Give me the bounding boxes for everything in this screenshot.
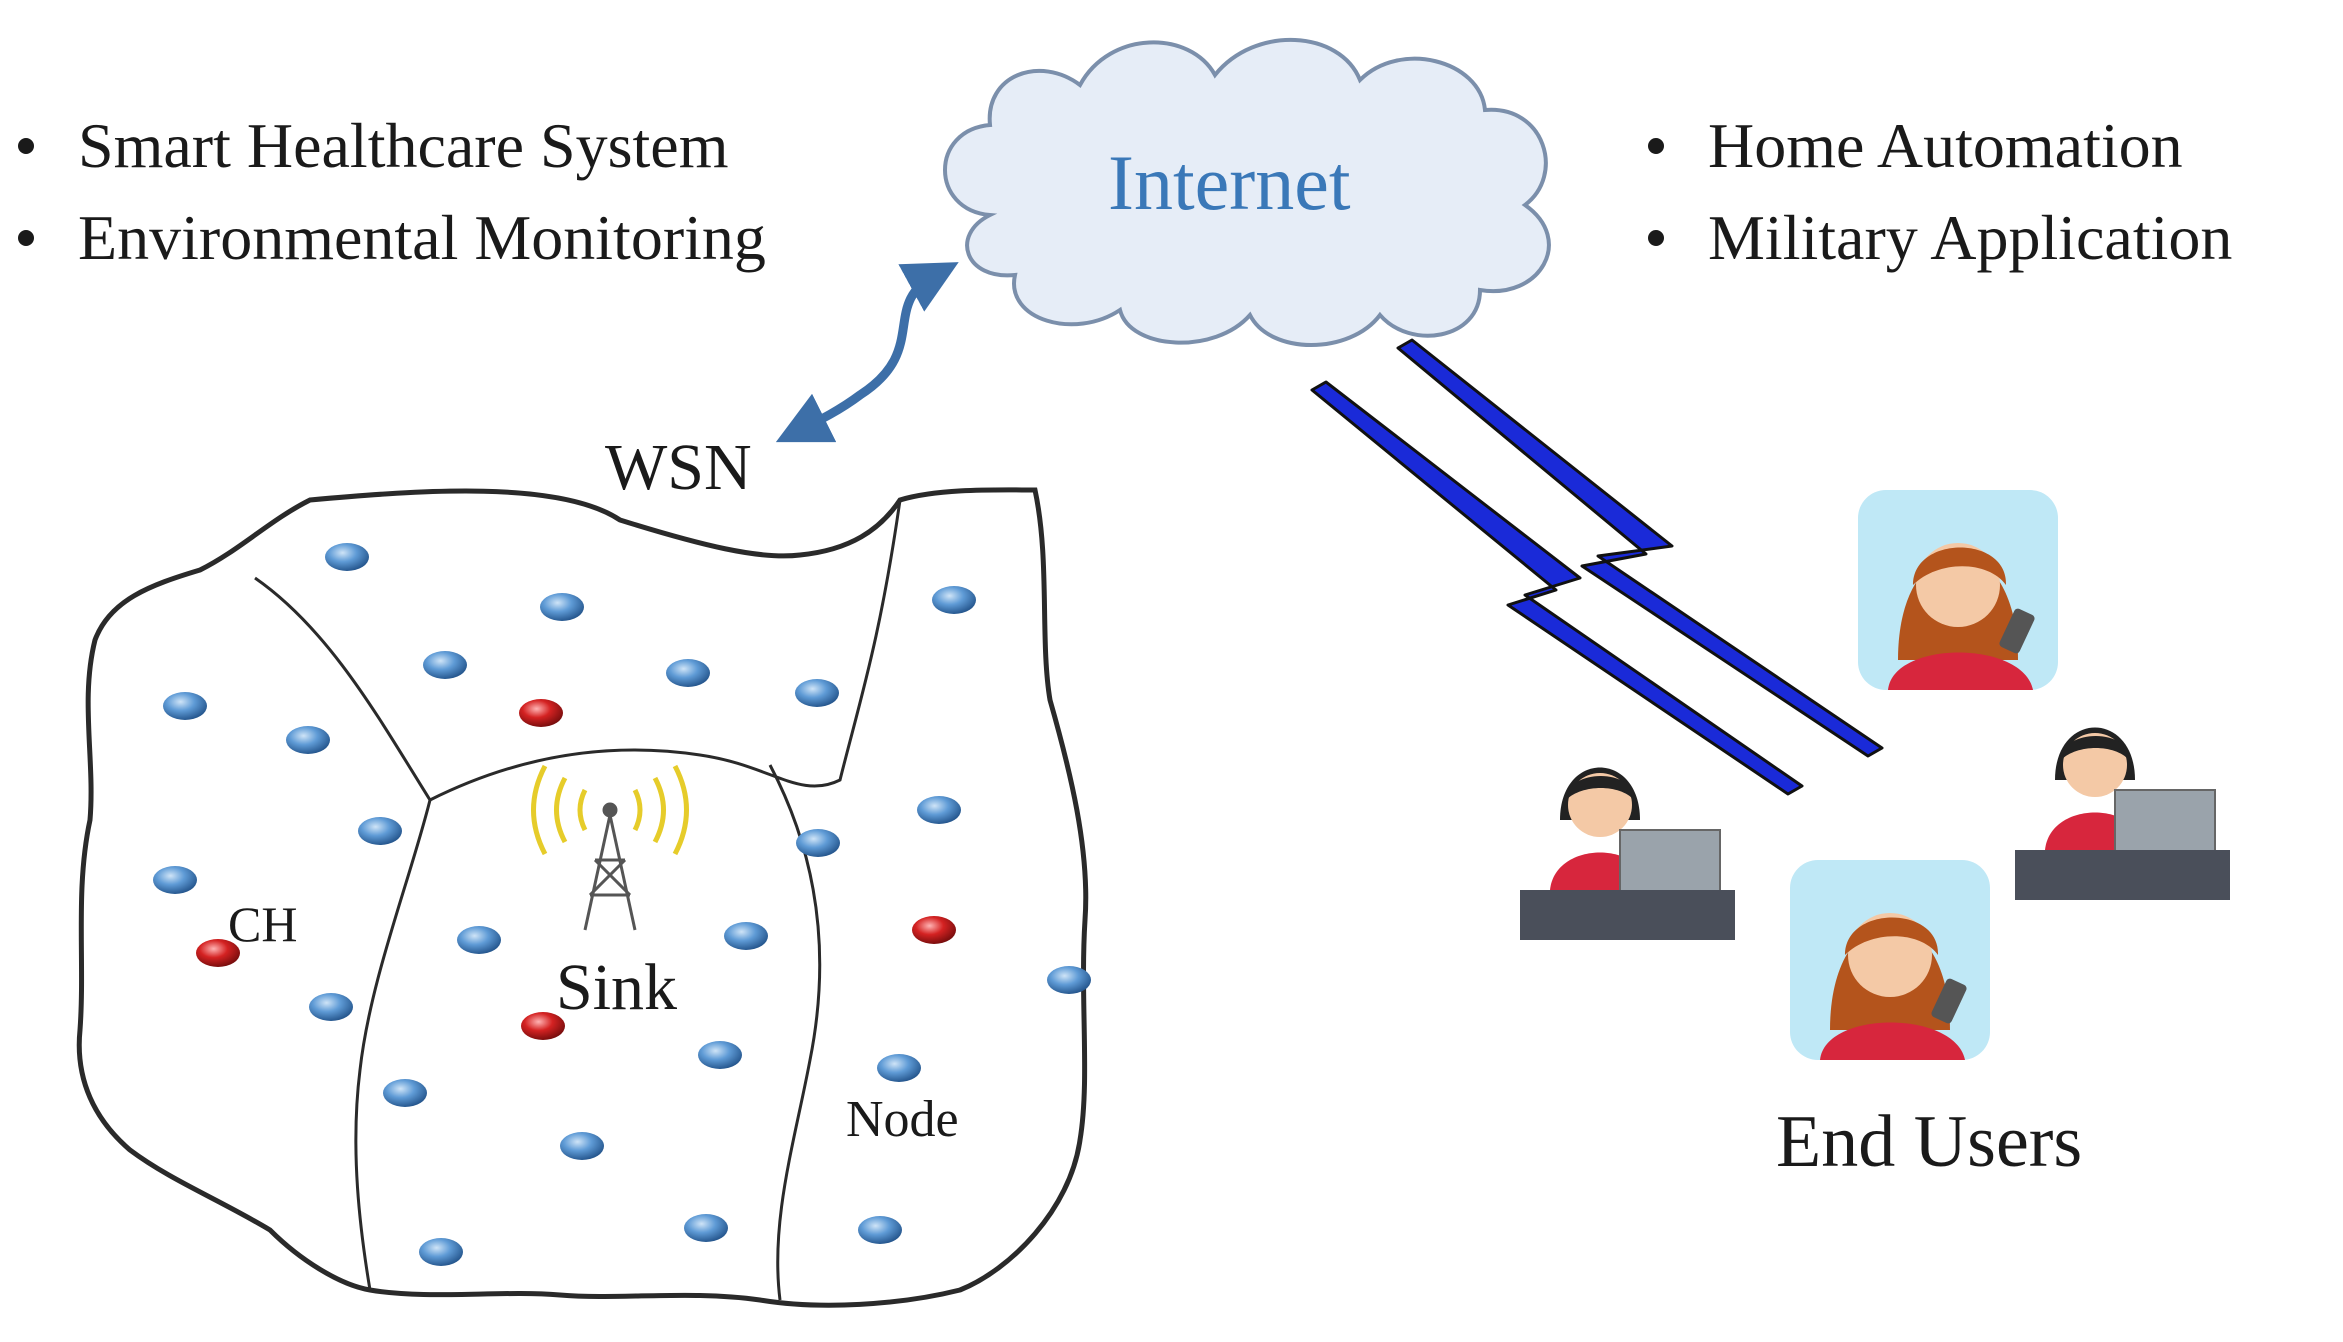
sensor-node — [423, 651, 467, 679]
application-list-right: Home Automation Military Application — [1640, 100, 2232, 284]
application-label: Environmental Monitoring — [78, 202, 766, 273]
user-avatar — [1858, 490, 2058, 690]
internet-cloud — [943, 37, 1551, 347]
bullet-icon — [18, 138, 34, 154]
user-workstation — [1520, 767, 1735, 940]
sensor-node — [457, 926, 501, 954]
sensor-node — [795, 679, 839, 707]
cluster-head-node — [521, 1012, 565, 1040]
application-list-left: Smart Healthcare System Environmental Mo… — [10, 100, 766, 284]
cluster-boundary-upper — [254, 499, 902, 802]
application-item: Home Automation — [1640, 100, 2232, 192]
wsn-label: WSN — [605, 431, 752, 504]
sensor-node — [1047, 966, 1091, 994]
sensor-node — [796, 829, 840, 857]
end-users-label: End Users — [1776, 1101, 2083, 1183]
user-avatar — [1790, 860, 1990, 1060]
end-users — [1520, 490, 2230, 1060]
sensor-node — [309, 993, 353, 1021]
wireless-link-upper — [1396, 338, 1884, 758]
sensor-node — [383, 1079, 427, 1107]
cluster-heads — [196, 699, 956, 1040]
node-label: Node — [846, 1091, 959, 1148]
wireless-link-lower — [1310, 380, 1804, 796]
sensor-node — [358, 817, 402, 845]
application-item: Military Application — [1640, 192, 2232, 284]
sink-label: Sink — [556, 951, 678, 1024]
sensor-node — [325, 543, 369, 571]
user-workstation — [2015, 727, 2230, 900]
sensor-node — [163, 692, 207, 720]
application-label: Home Automation — [1708, 110, 2183, 181]
sensor-nodes — [153, 543, 1091, 1266]
cluster-head-label: CH — [228, 896, 298, 952]
sensor-node — [153, 866, 197, 894]
sink-signal-icon — [531, 764, 689, 856]
sensor-node — [858, 1216, 902, 1244]
cluster-boundary-left — [354, 799, 432, 1291]
application-item: Smart Healthcare System — [10, 100, 766, 192]
sensor-node — [877, 1054, 921, 1082]
application-item: Environmental Monitoring — [10, 192, 766, 284]
wsn-internet-link — [775, 262, 959, 443]
bullet-icon — [18, 230, 34, 246]
sensor-node — [698, 1041, 742, 1069]
cluster-head-node — [912, 916, 956, 944]
cluster-head-node — [196, 939, 240, 967]
sensor-node — [917, 796, 961, 824]
internet-label: Internet — [1108, 139, 1351, 226]
application-label: Military Application — [1708, 202, 2233, 273]
sink-tower-icon — [583, 802, 637, 931]
bullet-icon — [1648, 230, 1664, 246]
sensor-node — [932, 586, 976, 614]
bullet-icon — [1648, 138, 1664, 154]
application-label: Smart Healthcare System — [78, 110, 729, 181]
sensor-node — [419, 1238, 463, 1266]
sensor-node — [286, 726, 330, 754]
sensor-node — [560, 1132, 604, 1160]
sensor-node — [684, 1214, 728, 1242]
sensor-node — [540, 593, 584, 621]
sensor-node — [666, 659, 710, 687]
sensor-node — [724, 922, 768, 950]
cluster-head-node — [519, 699, 563, 727]
